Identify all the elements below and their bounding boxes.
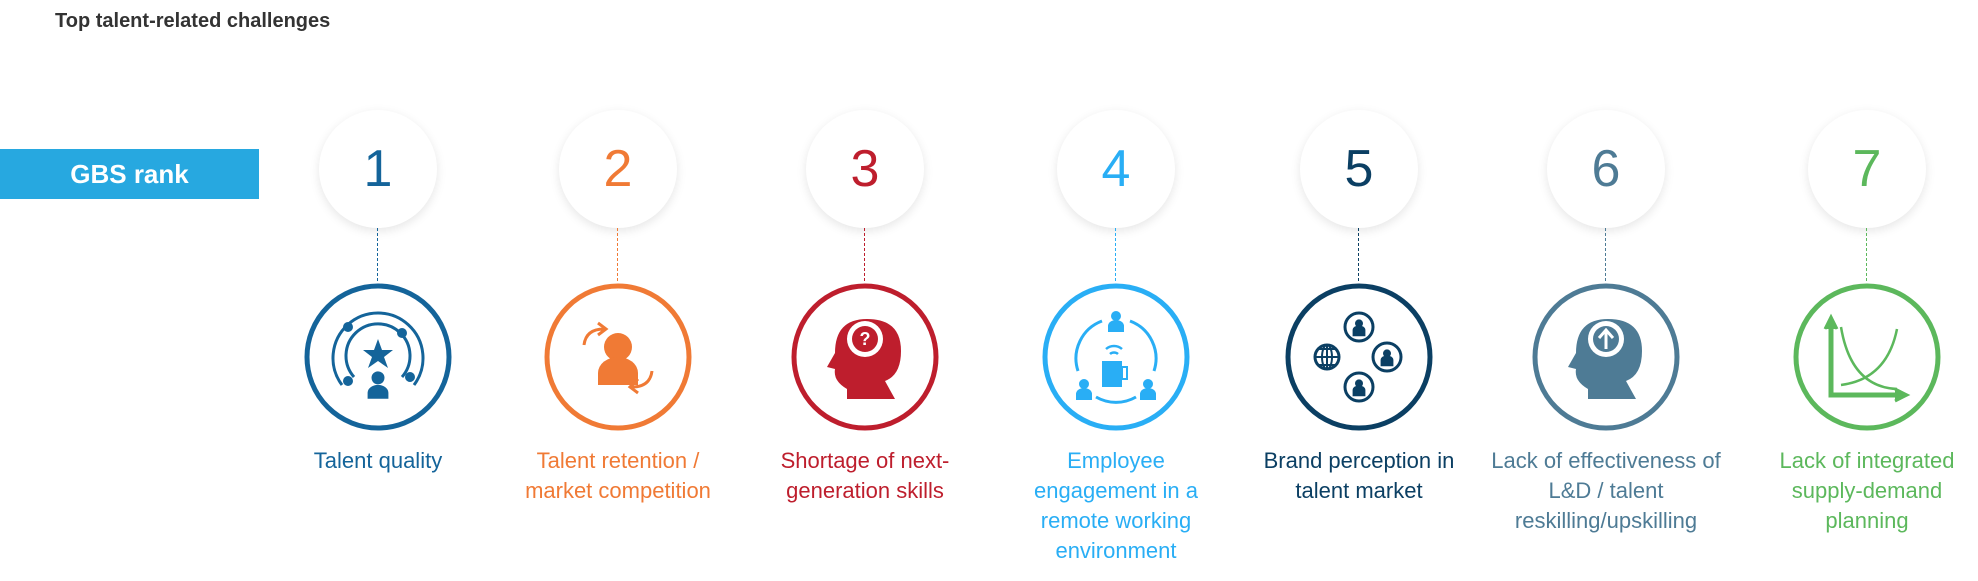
head-question-icon: ? <box>789 281 941 433</box>
rank-number: 3 <box>850 140 880 198</box>
connector-line <box>1358 228 1359 281</box>
rank-badge: 7 <box>1808 110 1926 228</box>
challenge-label: Employee engagement in a remote working … <box>1034 448 1198 563</box>
challenge-label: Talent retention / market competition <box>525 448 711 503</box>
rank-badge: 1 <box>319 110 437 228</box>
challenge-label: Lack of effectiveness of L&D / talent re… <box>1491 448 1721 533</box>
rank-number: 6 <box>1591 140 1621 198</box>
connector-line <box>1866 228 1867 281</box>
rank-number: 5 <box>1344 140 1374 198</box>
rank-number: 4 <box>1101 140 1131 198</box>
challenge-label: Brand perception in talent market <box>1263 448 1455 503</box>
challenge-item-6: 6 Lack of effectiveness of L&D / talent … <box>1486 0 1726 581</box>
retention-icon <box>542 281 694 433</box>
rank-badge: 2 <box>559 110 677 228</box>
supply-demand-chart-icon <box>1791 281 1943 433</box>
connector-line <box>1605 228 1606 281</box>
remote-work-icon <box>1040 281 1192 433</box>
rank-number: 2 <box>603 140 633 198</box>
page-title: Top talent-related challenges <box>55 10 331 32</box>
talent-quality-icon <box>302 281 454 433</box>
connector-line <box>864 228 865 281</box>
rank-badge: 5 <box>1300 110 1418 228</box>
challenge-item-3: 3 ? Shortage of next-generation skills <box>745 0 985 581</box>
challenge-item-7: 7 Lack of integrated supply-demand plann… <box>1747 0 1978 581</box>
globe-people-icon <box>1283 281 1435 433</box>
challenge-item-1: 1 Talent quality <box>258 0 498 581</box>
connector-line <box>1115 228 1116 281</box>
head-upskill-icon <box>1530 281 1682 433</box>
challenge-label: Shortage of next-generation skills <box>780 448 950 503</box>
challenge-label: Lack of integrated supply-demand plannin… <box>1779 448 1955 533</box>
svg-text:?: ? <box>860 329 871 349</box>
rank-number: 1 <box>363 140 393 198</box>
rank-badge: 6 <box>1547 110 1665 228</box>
challenge-item-4: 4 Employee engagement in a remote workin… <box>996 0 1236 581</box>
rank-number: 7 <box>1852 140 1882 198</box>
challenge-label: Talent quality <box>313 448 443 473</box>
connector-line <box>377 228 378 281</box>
gbs-rank-label: GBS rank <box>0 149 259 199</box>
rank-badge: 3 <box>806 110 924 228</box>
challenge-item-5: 5 Brand perception in talent market <box>1239 0 1479 581</box>
rank-badge: 4 <box>1057 110 1175 228</box>
connector-line <box>617 228 618 281</box>
challenge-item-2: 2 Talent retention / market competition <box>498 0 738 581</box>
